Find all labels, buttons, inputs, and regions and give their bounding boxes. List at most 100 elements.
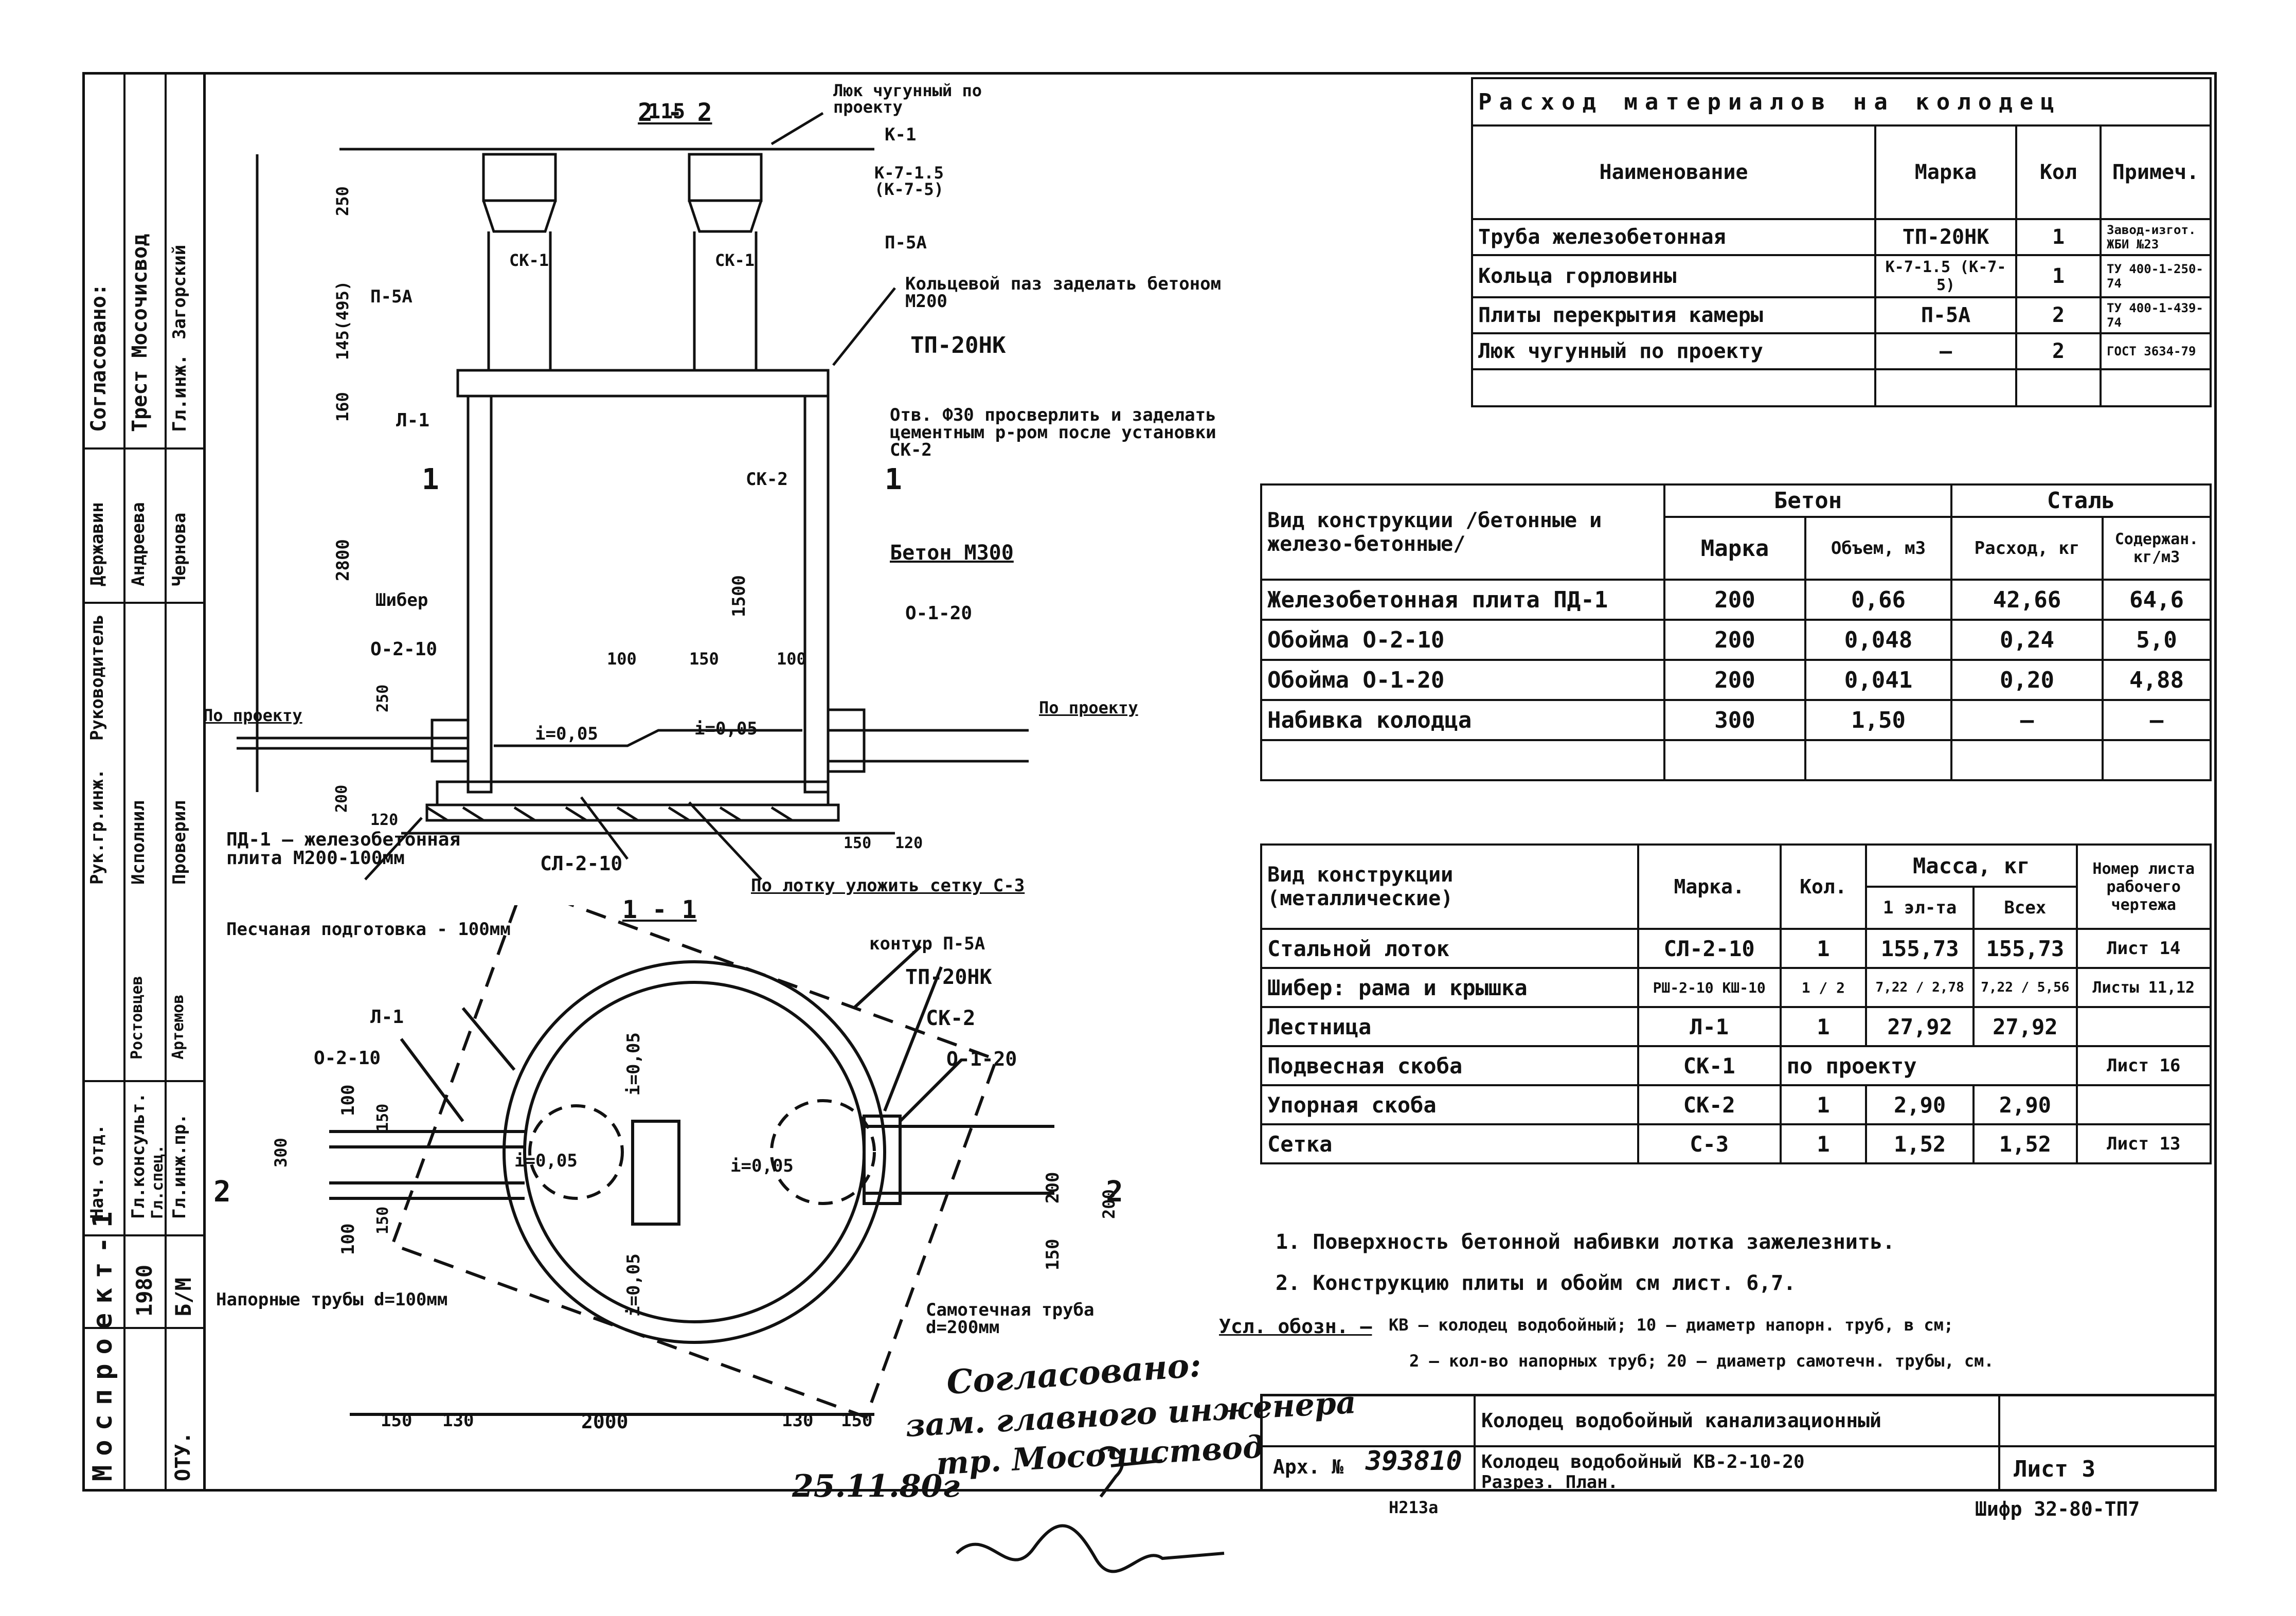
label-tp20nk-plan: ТП-20НК xyxy=(905,965,992,989)
metal-cell-one: 1,52 xyxy=(1865,1123,1975,1164)
metal-cell-qty: 1 xyxy=(1779,1084,1868,1125)
dim-150b: 150 xyxy=(844,834,872,852)
label-o210: О-2-10 xyxy=(370,639,438,660)
metal-cell-marka: РШ-2-10 КШ-10 xyxy=(1637,967,1782,1008)
dim-p150e: 150 xyxy=(1043,1238,1063,1270)
legend-lead: Усл. обозн. — xyxy=(1219,1315,1372,1338)
dim-115: 115 xyxy=(648,100,685,123)
metal-cell-sheet xyxy=(2075,1084,2212,1125)
label-contour: контур П-5А xyxy=(869,933,985,954)
stamp-name-3: Чернова xyxy=(169,512,190,586)
materials-cell-note: ГОСТ 3634-79 xyxy=(2100,332,2212,370)
concrete-cell-name: Обойма О-1-20 xyxy=(1260,659,1665,701)
concrete-cell-volume: 0,66 xyxy=(1804,579,1952,621)
metal-header-qty: Кол. xyxy=(1779,843,1868,930)
metal-row: Лестница Л-1 1 27,92 27,92 xyxy=(1260,1006,2212,1047)
metal-header-mass: Масса, кг xyxy=(1865,843,2078,888)
metal-cell-sheet: Лист 16 xyxy=(2075,1045,2212,1086)
sub-number: Н213а xyxy=(1389,1498,1439,1517)
label-tp20nk: ТП-20НК xyxy=(910,332,1006,358)
materials-header-mark: Марка xyxy=(1874,124,2017,220)
metal-cell-name: Стальной лоток xyxy=(1260,928,1639,969)
dim-p200b: 200 xyxy=(1099,1189,1119,1219)
dim-p100b: 100 xyxy=(338,1223,358,1255)
materials-cell-mark: П-5А xyxy=(1874,296,2017,334)
stamp-name-2: Андреева xyxy=(128,502,149,586)
label-o210-plan: О-2-10 xyxy=(314,1048,381,1069)
slope-2: i=0,05 xyxy=(694,719,758,739)
metal-cell-name: Подвесная скоба xyxy=(1260,1045,1639,1086)
concrete-cell-consumption: 0,24 xyxy=(1950,619,2104,661)
slope-5: i=0,05 xyxy=(623,1032,644,1096)
label-sk1b: СК-1 xyxy=(715,250,755,270)
concrete-row: Обойма О-1-20 200 0,041 0,20 4,88 xyxy=(1260,659,2212,701)
dim-1500: 1500 xyxy=(729,575,749,617)
stamp-role-6: Исполнил xyxy=(128,800,149,885)
metal-cell-name: Упорная скоба xyxy=(1260,1084,1639,1125)
approval-signature xyxy=(955,1446,1225,1573)
label-sk2: СК-2 xyxy=(746,469,788,490)
materials-cell-note: ТУ 400-1-250-74 xyxy=(2100,254,2212,298)
note-1: 1. Поверхность бетонной набивки лотка за… xyxy=(1276,1230,1895,1254)
stamp-role-4: Гл.инж.пр. xyxy=(169,1114,190,1219)
title-top: Колодец водобойный канализационный xyxy=(1481,1409,1881,1432)
concrete-cell-consumption: — xyxy=(1950,699,2104,741)
label-groove: Кольцевой паз заделать бетоном М200 xyxy=(905,274,1222,312)
label-l1-plan: Л-1 xyxy=(370,1007,404,1028)
concrete-cell-name: Набивка колодца xyxy=(1260,699,1665,741)
title-main: Колодец водобойный КВ-2-10-20 xyxy=(1481,1451,1805,1473)
label-o120-plan: О-1-20 xyxy=(946,1048,1017,1070)
materials-title: Расход материалов на колодец xyxy=(1471,77,2212,127)
label-p5a-left: П-5А xyxy=(370,286,412,307)
materials-row: Кольца горловины К-7-1.5 (К-7-5) 1 ТУ 40… xyxy=(1471,254,2212,298)
concrete-header-type: Вид конструкции /бетонные и железо-бетон… xyxy=(1260,483,1665,581)
metal-cell-marka: СЛ-2-10 xyxy=(1637,928,1782,969)
label-shiber: Шибер xyxy=(375,590,428,611)
concrete-cell-name: Обойма О-2-10 xyxy=(1260,619,1665,661)
concrete-cell-marka: 200 xyxy=(1663,659,1806,701)
stamp-name-4: Ростовцев xyxy=(128,976,146,1060)
concrete-cell-marka: 200 xyxy=(1663,579,1806,621)
stamp-year: 1980 xyxy=(132,1264,157,1317)
label-p5a: П-5А xyxy=(885,232,927,253)
legend-line-2: 2 — кол-во напорных труб; 20 — диаметр с… xyxy=(1409,1351,1994,1371)
materials-header-note: Примеч. xyxy=(2100,124,2212,220)
label-sl210: СЛ-2-10 xyxy=(540,852,623,875)
stamp-agreed: Согласовано: xyxy=(87,283,111,432)
metal-cell-qty: 1 xyxy=(1779,1006,1868,1047)
concrete-cell-volume: 0,048 xyxy=(1804,619,1952,661)
stamp-role-7: Проверил xyxy=(169,800,190,885)
section-2-2-title: 2 - 2 xyxy=(638,98,712,127)
materials-cell-mark: К-7-1.5 (К-7-5) xyxy=(1874,254,2017,298)
dim-250b: 250 xyxy=(374,684,392,712)
dim-120a: 120 xyxy=(370,811,399,829)
metal-header-one: 1 эл-та xyxy=(1865,886,1975,930)
stamp-org: Моспроект-1 xyxy=(87,1202,118,1481)
dim-145: 145(495) xyxy=(333,280,352,360)
materials-cell-qty: 2 xyxy=(2015,332,2102,370)
metal-cell-name: Лестница xyxy=(1260,1006,1639,1047)
metal-cell-sheet: Лист 13 xyxy=(2075,1123,2212,1164)
metal-row: Подвесная скоба СК-1 по проекту Лист 16 xyxy=(1260,1045,2212,1086)
materials-cell-qty: 2 xyxy=(2015,296,2102,334)
label-beton300: Бетон М300 xyxy=(890,541,1014,565)
concrete-cell-content: 5,0 xyxy=(2102,619,2212,661)
metal-cell-qty: по проекту xyxy=(1779,1045,2078,1086)
label-setka: По лотку уложить сетку С-3 xyxy=(751,875,1025,896)
label-o120: О-1-20 xyxy=(905,603,973,624)
concrete-cell-name: Железобетонная плита ПД-1 xyxy=(1260,579,1665,621)
materials-header-qty: Кол xyxy=(2015,124,2102,220)
label-sk2-plan: СК-2 xyxy=(926,1007,976,1030)
note-2: 2. Конструкцию плиты и обойм см лист. 6,… xyxy=(1276,1271,1796,1295)
label-k1: К-1 xyxy=(885,124,917,145)
metal-header-all: Всех xyxy=(1972,886,2078,930)
legend-line-1: КВ — колодец водобойный; 10 — диаметр на… xyxy=(1389,1315,1954,1335)
slope-4: i=0,05 xyxy=(730,1156,794,1176)
concrete-cell-consumption: 42,66 xyxy=(1950,579,2104,621)
dim-p150b: 150 xyxy=(841,1410,873,1431)
materials-cell-note: ТУ 400-1-439-74 xyxy=(2100,296,2212,334)
concrete-header-marka: Марка xyxy=(1663,516,1806,581)
materials-cell-qty: 1 xyxy=(2015,218,2102,256)
dim-p2000: 2000 xyxy=(581,1410,629,1433)
metal-cell-sheet xyxy=(2075,1006,2212,1047)
